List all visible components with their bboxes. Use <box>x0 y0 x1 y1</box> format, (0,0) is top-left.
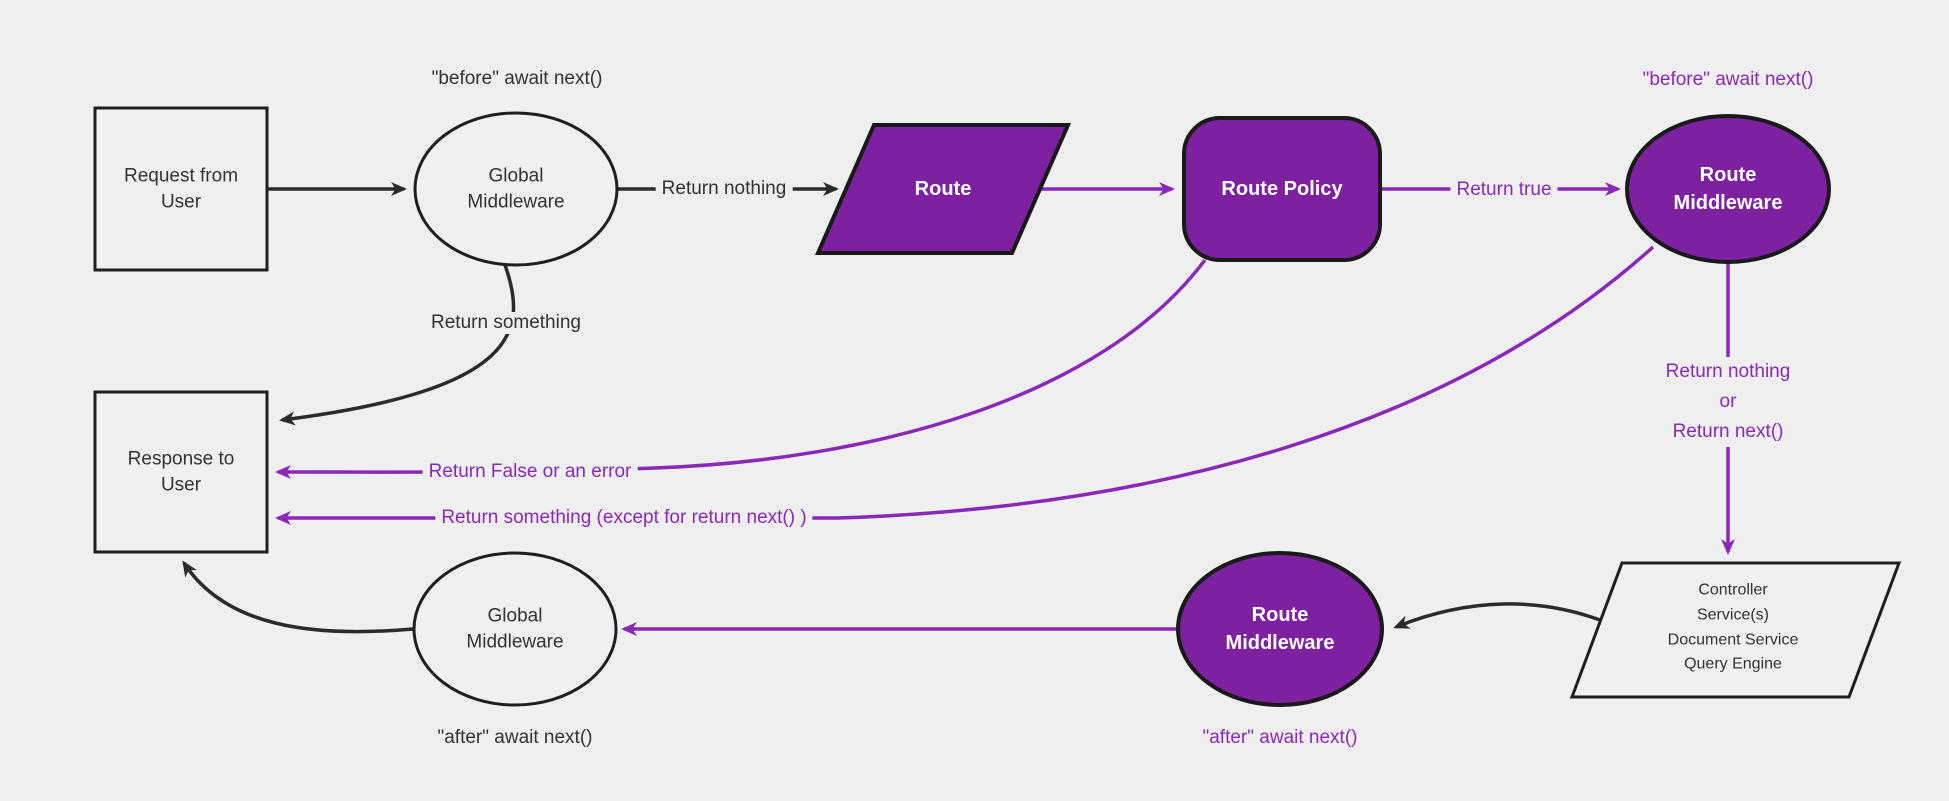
before-await-next-label-global: "before" await next() <box>431 68 603 89</box>
route-policy-shape <box>1182 116 1382 262</box>
controller-line-1: Controller <box>1698 581 1768 599</box>
edge-return-something-to-response <box>279 264 516 426</box>
response-node-shape <box>93 390 269 554</box>
before-await-next-label-route: "before" await next() <box>1642 69 1814 90</box>
return-something-except-label: Return something (except for return next… <box>435 507 813 529</box>
return-nothing-or-line-1: Return nothing <box>1665 361 1791 382</box>
return-something-label: Return something <box>425 312 587 334</box>
route-middleware-bottom-label: Route Middleware <box>1225 604 1335 654</box>
controller-node-label: Controller Service(s) Document Service Q… <box>1668 578 1799 677</box>
global-middleware-bottom-shape <box>412 551 618 707</box>
return-false-error-label: Return False or an error <box>422 461 638 483</box>
route-node-label: Route <box>914 178 972 200</box>
request-node-label: Request from User <box>123 165 239 212</box>
return-nothing-or-next-label: Return nothing or Return next() <box>1659 357 1797 447</box>
global-middleware-bottom-label: Global Middleware <box>466 605 564 652</box>
route-node-shape <box>814 123 1072 255</box>
global-middleware-top-shape <box>413 111 619 267</box>
controller-line-3: Document Service <box>1667 631 1799 648</box>
return-nothing-or-line-3: Return next() <box>1672 421 1784 442</box>
response-node-label: Response to User <box>127 448 235 495</box>
edge-controller-to-route-middleware-bottom <box>1393 602 1601 629</box>
route-policy-label: Route Policy <box>1221 178 1343 200</box>
edge-return-false-to-response <box>275 258 1207 480</box>
edge-return-something-except-to-response <box>275 245 1655 525</box>
route-middleware-bottom-shape <box>1176 551 1384 707</box>
return-nothing-label: Return nothing <box>655 178 793 200</box>
controller-node-shape <box>1569 561 1902 699</box>
edge-global-middleware-to-response <box>182 560 414 634</box>
route-middleware-top-shape <box>1625 114 1831 264</box>
global-middleware-top-label: Global Middleware <box>467 165 565 212</box>
controller-line-4: Query Engine <box>1684 655 1782 673</box>
after-await-next-label-global: "after" await next() <box>437 727 593 748</box>
route-middleware-top-label: Route Middleware <box>1673 164 1783 214</box>
after-await-next-label-route: "after" await next() <box>1202 727 1358 748</box>
controller-line-2: Service(s) <box>1696 606 1769 624</box>
return-true-label: Return true <box>1450 179 1558 201</box>
request-node-shape <box>93 106 269 272</box>
return-nothing-or-line-2: or <box>1719 391 1737 412</box>
